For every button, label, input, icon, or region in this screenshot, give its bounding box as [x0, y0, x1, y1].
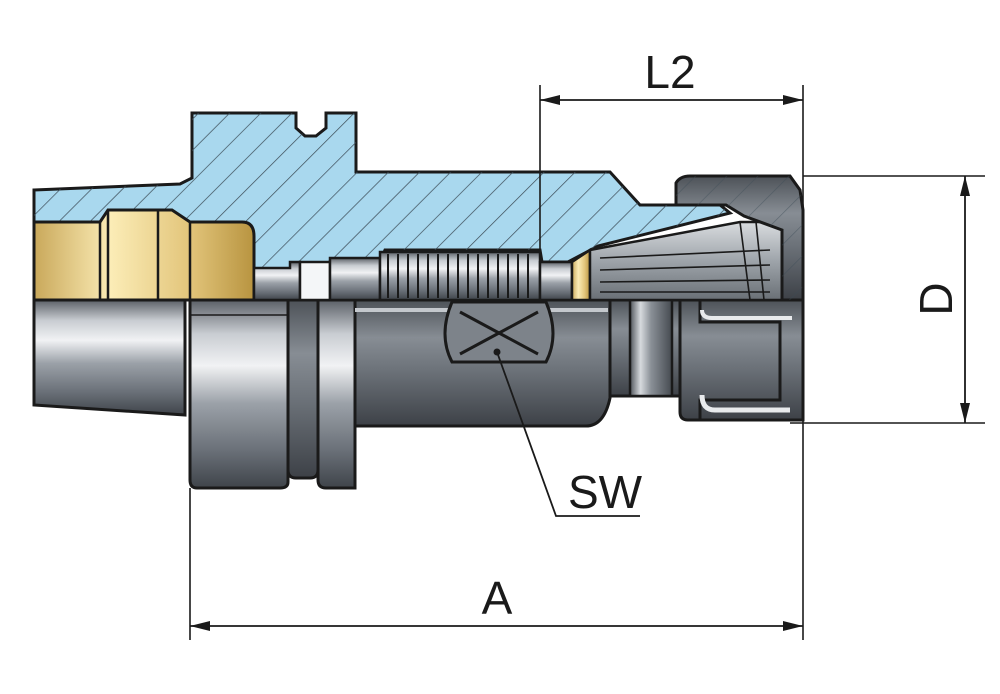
thread-lines: [387, 254, 529, 298]
label-l2: L2: [644, 46, 695, 98]
stop-screw: [328, 256, 382, 302]
label-a: A: [482, 572, 513, 624]
coolant-slot: [628, 298, 674, 398]
label-sw: SW: [568, 466, 643, 518]
external-view: [32, 298, 805, 490]
flange-collar: [188, 298, 290, 490]
dimension-labels: L2 D SW A: [482, 46, 962, 624]
sw-leader: [496, 351, 640, 517]
clamping-nut: [678, 298, 805, 422]
label-d: D: [910, 282, 962, 315]
thread-section: [378, 250, 542, 302]
taper-shank: [32, 298, 187, 417]
dimension-lines: [189, 85, 985, 640]
section-view: [32, 111, 805, 302]
gripper-groove: [286, 298, 320, 480]
brass-insert: [32, 208, 256, 302]
